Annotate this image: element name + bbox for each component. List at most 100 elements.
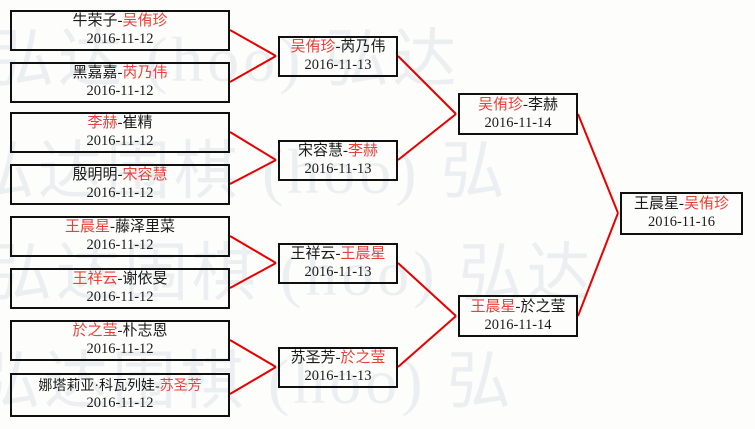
match-date: 2016-11-14 [484,114,552,131]
player-separator: - [110,219,115,236]
loser-name: 牛荣子 [72,13,118,30]
loser-name: 宋容慧 [297,143,343,160]
winner-name: 吴侑珍 [290,39,336,56]
player-separator: - [117,13,123,30]
match-date: 2016-11-12 [86,289,154,306]
match-date: 2016-11-13 [304,368,372,385]
player-separator: - [117,167,123,184]
winner-name: 王祥云 [72,271,118,288]
player-separator: - [335,246,341,263]
connector-line [229,29,277,57]
match-date: 2016-11-13 [304,57,372,74]
winner-name: 吴侑珍 [122,13,168,30]
match-players: 於之莹-朴志恩 [72,323,167,340]
winner-name: 於之莹 [340,350,386,367]
winner-name: 宋容慧 [122,167,168,184]
match-players: 黑嘉嘉-芮乃伟 [72,65,167,82]
player-separator: - [117,323,123,340]
winner-name: 吴侑珍 [684,196,730,213]
loser-name: 朴志恩 [122,323,168,340]
player-separator: - [117,65,123,82]
match-players: 吴侑珍-芮乃伟 [290,39,385,56]
connector-line [577,113,619,214]
match-players: 吴侑珍-李赫 [478,97,558,114]
match-date: 2016-11-12 [86,31,154,48]
winner-name: 王晨星 [64,219,110,236]
player-separator: - [117,115,123,132]
winner-name: 苏圣芳 [159,378,202,394]
match-players: 娜塔莉亚·科瓦列娃-苏圣芳 [38,379,201,395]
loser-name: 娜塔莉亚·科瓦列娃 [38,378,155,394]
loser-name: 黑嘉嘉 [72,65,118,82]
match-date: 2016-11-14 [484,316,552,333]
match-date: 2016-11-16 [647,214,716,231]
match-date: 2016-11-12 [86,185,154,202]
loser-name: 谢依旻 [122,271,168,288]
match-players: 王晨星-於之莹 [470,299,565,316]
match-players: 王晨星-吴侑珍 [634,196,729,213]
match-date: 2016-11-12 [86,83,154,100]
match-players: 李赫-崔精 [87,115,152,132]
loser-name: 苏圣芳 [290,350,336,367]
player-separator: - [335,39,341,56]
connector-line [397,113,457,161]
match-players: 王晨星-藤泽里菜 [65,219,175,236]
match-players: 苏圣芳-於之莹 [290,350,385,367]
match-players: 宋容慧-李赫 [298,143,378,160]
match-date: 2016-11-12 [86,395,154,412]
loser-name: 王祥云 [290,246,336,263]
winner-name: 李赫 [87,115,118,132]
player-separator: - [679,196,684,213]
connector-line [229,366,277,395]
connector-line [577,212,619,317]
winner-name: 王晨星 [470,298,516,315]
connector-line [229,159,277,185]
player-separator: - [117,271,123,288]
loser-name: 王晨星 [633,196,679,213]
player-separator: - [523,96,528,113]
loser-name: 李赫 [528,96,559,113]
loser-name: 芮乃伟 [340,39,386,56]
match-players: 殷明明-宋容慧 [72,167,167,184]
match-players: 王祥云-谢依旻 [72,271,167,288]
player-separator: - [343,143,348,160]
loser-name: 殷明明 [72,167,118,184]
connector-line [397,262,457,317]
connector-line [229,262,277,289]
connector-line [229,235,277,264]
loser-name: 藤泽里菜 [115,219,176,236]
match-date: 2016-11-13 [304,264,372,281]
match-date: 2016-11-12 [86,341,154,358]
winner-name: 芮乃伟 [122,65,168,82]
connector-line [229,131,277,161]
match-date: 2016-11-12 [86,237,154,254]
winner-name: 於之莹 [72,323,118,340]
connector-line [229,55,277,83]
match-date: 2016-11-13 [304,161,372,178]
loser-name: 崔精 [122,115,153,132]
connector-line [397,55,457,115]
match-players: 王祥云-王晨星 [290,246,385,263]
connector-line [397,315,457,368]
connector-line [229,339,277,368]
match-date: 2016-11-12 [86,133,154,150]
player-separator: - [515,298,521,315]
match-players: 牛荣子-吴侑珍 [72,13,167,30]
winner-name: 王晨星 [340,246,386,263]
